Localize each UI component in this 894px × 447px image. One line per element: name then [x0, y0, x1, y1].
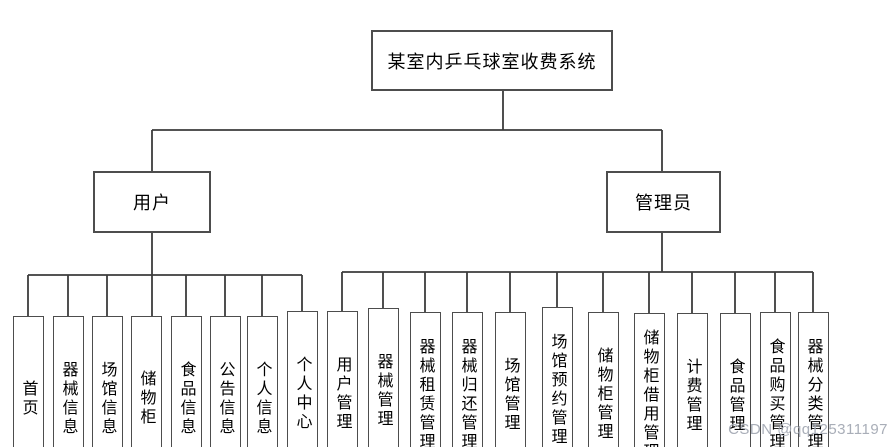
admin-leaf-equipment-return-mgmt: 器械归还管理: [452, 312, 483, 447]
admin-leaf-food-mgmt: 食品管理: [720, 313, 751, 447]
admin-leaf-venue-mgmt: 场馆管理: [495, 312, 526, 447]
connector-user-children: [27, 233, 303, 316]
admin-leaf-venue-booking-mgmt: 场馆预约管理: [542, 307, 573, 447]
admin-leaf-equipment-rental-mgmt: 器械租赁管理: [410, 312, 441, 447]
admin-leaf-equipment-category-mgmt: 器械分类管理: [798, 312, 829, 447]
user-leaf-personal-info: 个人信息: [247, 316, 278, 447]
admin-leaf-locker-mgmt: 储物柜管理: [588, 312, 619, 447]
admin-leaf-billing-mgmt: 计费管理: [677, 313, 708, 447]
user-leaf-home: 首页: [13, 316, 44, 447]
admin-leaf-equipment-mgmt: 器械管理: [368, 308, 399, 447]
connector-root: [151, 91, 663, 171]
admin-leaf-user-mgmt: 用户管理: [327, 311, 358, 447]
user-leaf-venue-info: 场馆信息: [92, 316, 123, 447]
branch-node-user: 用户: [93, 171, 211, 233]
connector-admin-children: [341, 233, 814, 313]
user-leaf-equipment-info: 器械信息: [53, 316, 84, 447]
admin-leaf-locker-borrow-mgmt: 储物柜借用管理: [634, 313, 665, 447]
user-leaf-food-info: 食品信息: [171, 316, 202, 447]
admin-leaf-food-purchase-mgmt: 食品购买管理: [760, 312, 791, 447]
user-leaf-notice-info: 公告信息: [210, 316, 241, 447]
root-node-system: 某室内乒乓球室收费系统: [371, 30, 613, 91]
branch-node-admin: 管理员: [606, 171, 721, 233]
user-leaf-locker: 储物柜: [131, 316, 162, 447]
user-leaf-personal-center: 个人中心: [287, 311, 318, 447]
